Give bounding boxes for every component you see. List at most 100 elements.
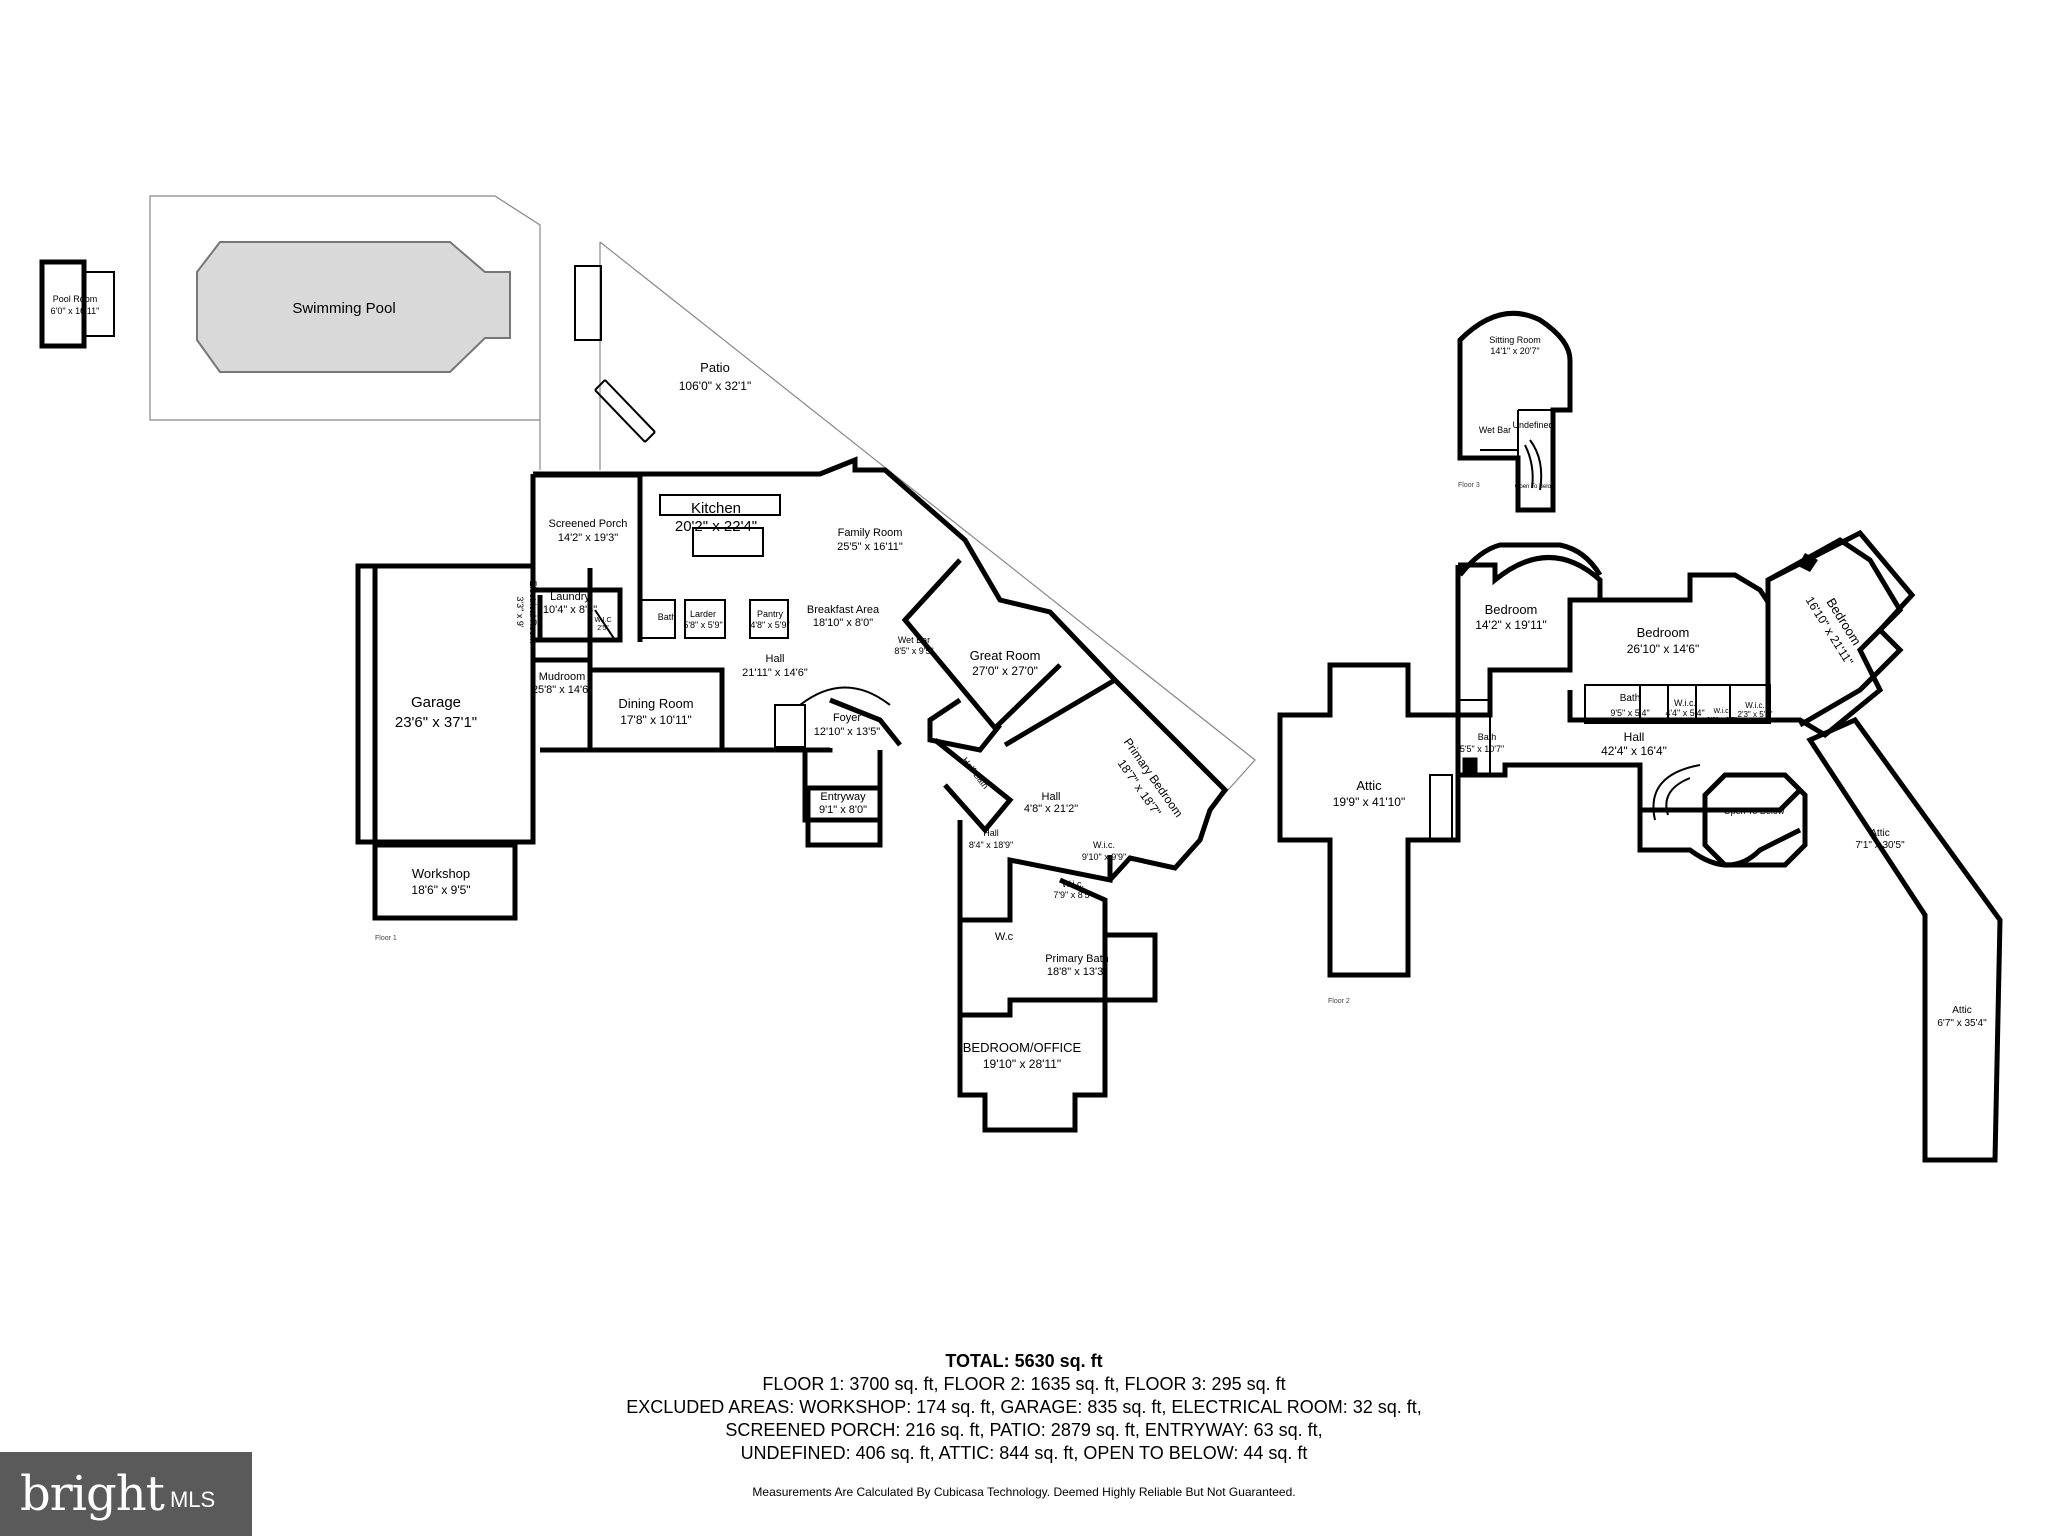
wic-2-name: W.i.c. xyxy=(1062,879,1084,889)
hall-4-name: Hall xyxy=(1624,730,1645,744)
bedroom-b-dim: 26'10" x 14'6" xyxy=(1627,642,1700,656)
wet-bar-name: Wet Bar xyxy=(898,635,930,645)
wic-laundry-dim: 2'5" xyxy=(597,625,609,632)
floor-areas: FLOOR 1: 3700 sq. ft, FLOOR 2: 1635 sq. … xyxy=(762,1374,1286,1394)
excluded-areas-3: UNDEFINED: 406 sq. ft, ATTIC: 844 sq. ft… xyxy=(740,1443,1308,1463)
bath-1-name: Bath xyxy=(658,612,677,622)
workshop-dim: 18'6" x 9'5" xyxy=(411,883,470,897)
disclaimer: Measurements Are Calculated By Cubicasa … xyxy=(752,1485,1296,1499)
swimming-pool-shape xyxy=(196,241,511,373)
electrical-room-name: Electrical Room xyxy=(528,580,538,643)
open-to-below-3-name: Open To Below xyxy=(1515,484,1556,490)
hall-1-name: Hall xyxy=(766,653,785,665)
primary-bath-name: Primary Bath xyxy=(1045,953,1109,965)
workshop-name: Workshop xyxy=(412,866,470,881)
wic-b-dim: 3'3" x 2'5" xyxy=(1707,717,1738,724)
breakfast-area-dim: 18'10" x 8'0" xyxy=(813,617,873,629)
dining-room-name: Dining Room xyxy=(618,696,693,711)
wic-1-dim: 9'10" x 9'9" xyxy=(1082,852,1126,862)
floor-3-labels: Sitting Room 14'1" x 20'7" Wet Bar Undef… xyxy=(1479,335,1556,490)
wic-b-name: W.i.c. xyxy=(1713,708,1730,715)
attic-1-outline xyxy=(1277,662,1461,978)
foyer-dim: 12'10" x 13'5" xyxy=(814,726,881,738)
screened-porch-dim: 14'2" x 19'3" xyxy=(558,532,618,544)
kitchen-dim: 20'2" x 22'4" xyxy=(675,518,757,535)
hall-2-name: Hall xyxy=(1042,791,1061,803)
attic-1-name: Attic xyxy=(1356,778,1382,793)
half-bath-name: Half Bath xyxy=(960,755,991,790)
area-summary: TOTAL: 5630 sq. ft FLOOR 1: 3700 sq. ft,… xyxy=(0,1350,2048,1465)
bath-b-dim: 5'5" x 10'7" xyxy=(1460,744,1504,754)
larder-dim: 5'8" x 5'9" xyxy=(683,620,722,630)
family-room-dim: 25'5" x 16'11" xyxy=(837,541,903,553)
logo-mls-text: MLS xyxy=(169,1487,216,1512)
wic-a-dim: 4'4" x 5'4" xyxy=(1665,708,1704,718)
sitting-room-dim: 14'1" x 20'7" xyxy=(1490,346,1539,356)
pantry-dim: 4'8" x 5'9" xyxy=(750,620,789,630)
attic-1-dim: 19'9" x 41'10" xyxy=(1333,795,1406,809)
primary-bath-dim: 18'8" x 13'3" xyxy=(1047,966,1107,978)
excluded-areas-2: SCREENED PORCH: 216 sq. ft, PATIO: 2879 … xyxy=(725,1420,1323,1440)
open-to-below-octagon xyxy=(1702,772,1808,868)
wic-c-dim: 2'3" x 5'4" xyxy=(1738,710,1773,719)
excluded-areas-1: EXCLUDED AREAS: WORKSHOP: 174 sq. ft, GA… xyxy=(626,1397,1422,1417)
hall-4-dim: 42'4" x 16'4" xyxy=(1601,744,1667,758)
attic-3-name: Attic xyxy=(1952,1005,1971,1016)
laundry-dim: 10'4" x 8'6" xyxy=(543,604,597,616)
wet-bar-dim: 8'5" x 9'5" xyxy=(894,646,933,656)
bedroom-b-name: Bedroom xyxy=(1637,625,1690,640)
floor-3-plan xyxy=(1457,310,1573,513)
garage-outline xyxy=(355,563,536,845)
attic-2-name: Attic xyxy=(1870,828,1889,839)
hall-3-name: Hall xyxy=(983,828,999,838)
garage-dim: 23'6" x 37'1" xyxy=(395,714,477,731)
attic-2-outline xyxy=(1806,716,2003,1163)
pool-room-dim: 6'0" x 10'11" xyxy=(51,306,100,316)
undefined-name: Undefined xyxy=(1512,420,1553,430)
garage-name: Garage xyxy=(411,694,461,711)
mudroom-dim: 25'8" x 14'6" xyxy=(532,684,592,696)
hall-1-dim: 21'11" x 14'6" xyxy=(742,667,808,679)
hall-3-dim: 8'4" x 18'9" xyxy=(969,840,1013,850)
great-room-name: Great Room xyxy=(970,648,1041,663)
floor-1-label: Floor 1 xyxy=(375,935,397,942)
floor-3-label: Floor 3 xyxy=(1458,482,1480,489)
attic-2-dim: 7'1" x 30'5" xyxy=(1855,840,1905,851)
hall-2-dim: 4'8" x 21'2" xyxy=(1024,803,1078,815)
electrical-room-dim: 3'3" x 9' xyxy=(515,596,525,627)
kitchen-name: Kitchen xyxy=(691,500,741,517)
laundry-name: Laundry xyxy=(550,591,590,603)
floor-2-label: Floor 2 xyxy=(1328,998,1350,1005)
bright-mls-logo: bright MLS xyxy=(0,1452,252,1536)
wic-laundry-name: W.I.C xyxy=(594,617,611,624)
sitting-room-name: Sitting Room xyxy=(1489,335,1541,345)
pool-room-name: Pool Room xyxy=(53,294,98,304)
floor-1-plan xyxy=(39,195,1256,1133)
entryway-name: Entryway xyxy=(820,791,866,803)
open-to-below-name: Open To Below xyxy=(1724,806,1785,816)
floor-1-labels: Pool Room 6'0" x 10'11" Swimming Pool Pa… xyxy=(51,294,1186,1071)
logo-bright-text: bright xyxy=(20,1466,165,1522)
patio-dim: 106'0" x 32'1" xyxy=(679,379,752,393)
entryway-dim: 9'1" x 8'0" xyxy=(819,804,867,816)
wic-2-dim: 7'9" x 8'5" xyxy=(1053,890,1092,900)
floor-2-main-outline xyxy=(1455,555,1802,813)
family-room-name: Family Room xyxy=(838,527,903,539)
swimming-pool-name: Swimming Pool xyxy=(292,300,395,317)
breakfast-area-name: Breakfast Area xyxy=(807,604,880,616)
patio-name: Patio xyxy=(700,360,730,375)
bedroom-a-dim: 14'2" x 19'11" xyxy=(1475,618,1547,632)
screened-porch-name: Screened Porch xyxy=(549,518,628,530)
bath-b-name: Bath xyxy=(1478,732,1497,742)
wc-name: W.c xyxy=(995,931,1014,943)
workshop-outline xyxy=(372,842,518,921)
bedroom-office-name: BEDROOM/OFFICE xyxy=(963,1040,1082,1055)
attic-3-dim: 6'7" x 35'4" xyxy=(1937,1018,1987,1029)
wic-c-name: W.i.c. xyxy=(1745,701,1765,710)
mudroom-name: Mudroom xyxy=(539,671,585,683)
bath-a-dim: 9'5" x 5'4" xyxy=(1610,708,1649,718)
larder-name: Larder xyxy=(690,609,716,619)
great-room-dim: 27'0" x 27'0" xyxy=(972,664,1038,678)
pantry-name: Pantry xyxy=(757,609,784,619)
